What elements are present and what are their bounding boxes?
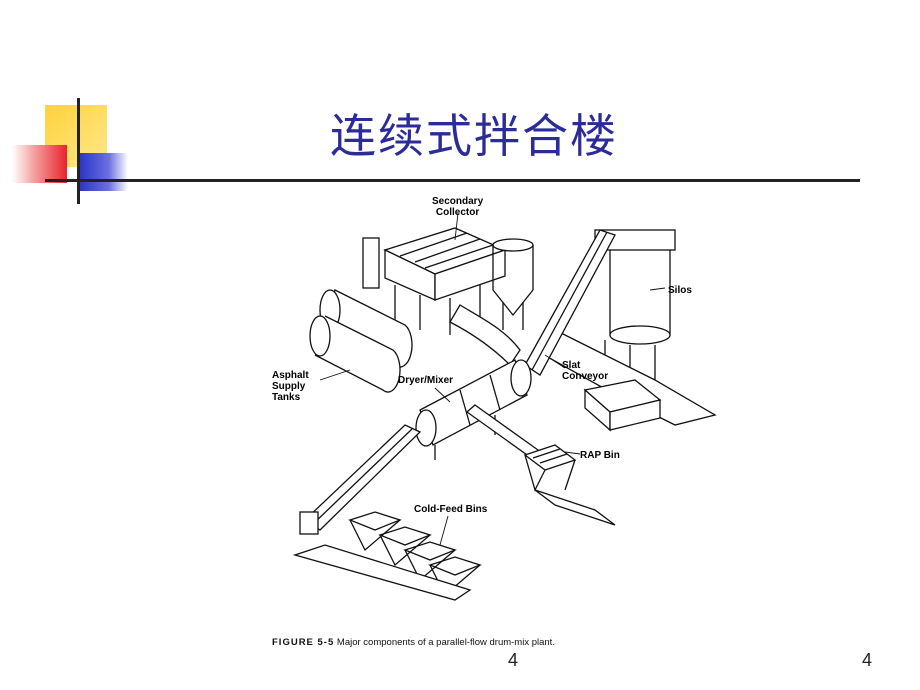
dryer-mixer-drawing [415,359,532,460]
callout-leaders [319,212,666,546]
asphalt-tanks-drawing [309,289,413,393]
cold-feed-bins-drawing [292,511,482,601]
label-asphalt-supply-tanks: Asphalt Supply Tanks [272,370,309,403]
drum-mix-plant-illustration [292,212,717,601]
label-dryer-mixer: Dryer/Mixer [398,375,454,386]
label-silos: Silos [668,285,692,296]
deco-vertical-line [77,98,80,204]
secondary-collector-drawing [362,227,507,335]
label-rap-bin: RAP Bin [580,450,620,461]
deco-red-square [12,145,67,183]
page-number-right: 4 [862,650,873,670]
slide-title: 连续式拌合楼 [330,109,618,163]
page-number-center: 4 [508,650,519,670]
label-slat-conveyor: Slat Conveyor [562,360,609,382]
fines-silo-drawing [492,238,534,330]
deco-blue-square [80,153,128,191]
cold-feed-conveyor [303,424,422,531]
figure-caption-text: Major components of a parallel-flow drum… [336,637,555,648]
rap-bin-drawing [523,444,616,526]
figure-caption-number: FIGURE 5-5 [272,637,335,648]
label-secondary-collector: Secondary Collector [432,196,484,218]
label-cold-feed-bins: Cold-Feed Bins [414,504,488,515]
figure-caption: FIGURE 5-5 Major components of a paralle… [272,637,555,648]
exhaust-duct [449,304,521,367]
slat-conveyor-drawing [524,229,616,376]
title-divider [45,179,860,182]
